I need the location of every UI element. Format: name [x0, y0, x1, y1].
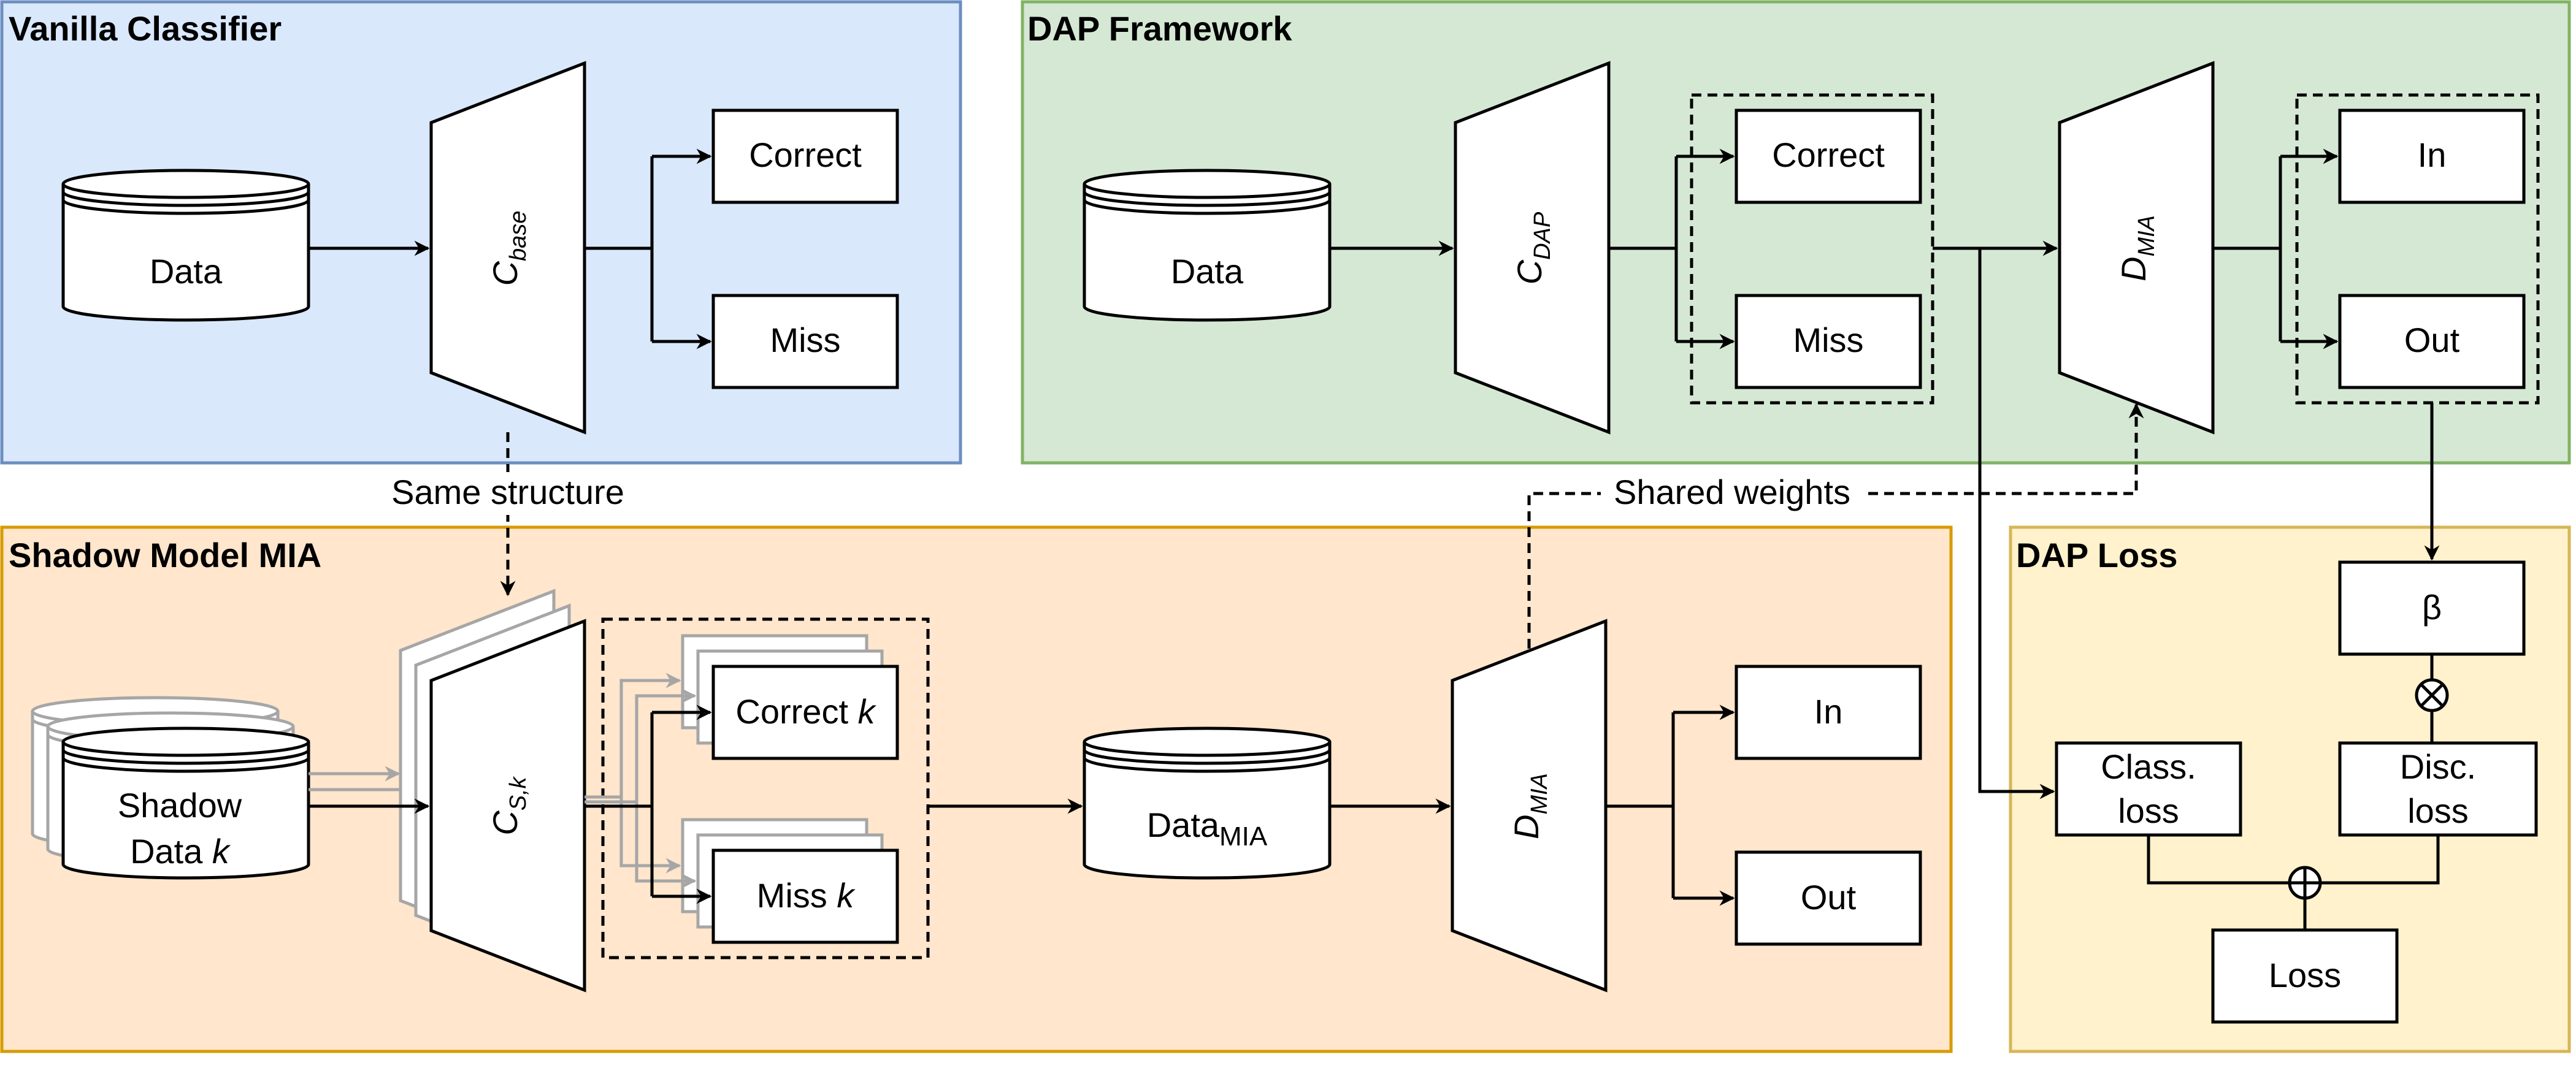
shadow-out-label: Out	[1801, 878, 1857, 917]
dap-correct-label: Correct	[1772, 135, 1885, 174]
shadow-data-stack	[31, 696, 310, 880]
vanilla-classifier-trapezoid	[429, 61, 586, 435]
shadow-disc-connectors	[1606, 704, 1735, 906]
shadow-discriminator-trapezoid	[1451, 619, 1608, 993]
dap-loss-title: DAP Loss	[2016, 536, 2177, 574]
dap-miss-label: Miss	[1793, 321, 1863, 359]
same-structure-label: Same structure	[391, 473, 624, 511]
vanilla-classifier-title: Vanilla Classifier	[9, 9, 282, 48]
shadow-in-label: In	[1814, 692, 1843, 731]
dap-out-label: Out	[2404, 321, 2460, 359]
shadow-fan-connectors	[585, 673, 712, 904]
vanilla-connectors	[309, 148, 712, 349]
multiply-icon	[2415, 678, 2449, 712]
shadow-miss-label: Miss k	[757, 876, 856, 915]
class-loss-box	[2055, 741, 2242, 837]
shadow-model-mia-title: Shadow Model MIA	[9, 536, 321, 574]
shadow-correct-label: Correct k	[735, 692, 876, 731]
vanilla-classifier-label: Cbase	[486, 211, 531, 286]
dap-correct-box	[1735, 109, 1922, 204]
vanilla-correct-box	[711, 109, 899, 204]
dap-membership-group	[2295, 93, 2540, 405]
beta-label: β	[2422, 588, 2442, 627]
shadow-correct-box	[711, 665, 899, 760]
disc-loss-label-line2: loss	[2407, 791, 2469, 830]
dap-classifier-trapezoid	[1454, 61, 1611, 435]
dap-connectors	[1330, 148, 2440, 799]
dap-discriminator-label: DMIA	[2114, 215, 2160, 281]
dap-classifier-label: CDAP	[1510, 212, 1555, 284]
vanilla-data-label: Data	[150, 252, 223, 291]
shadow-miss-box	[711, 848, 899, 944]
shadow-classifier-label: CS,k	[486, 776, 531, 835]
shadow-prediction-group	[601, 617, 930, 959]
dap-prediction-group	[1690, 93, 1934, 405]
dap-data-cylinder	[1083, 169, 1332, 322]
shadow-stack-arrows	[309, 766, 416, 798]
class-loss-label-line1: Class.	[2101, 747, 2196, 786]
disc-loss-label-line1: Disc.	[2400, 747, 2476, 786]
shadow-out-box	[1735, 850, 1922, 946]
dap-miss-box	[1735, 294, 1922, 389]
shared-weights-label-bg	[1601, 472, 1863, 515]
vanilla-miss-label: Miss	[770, 321, 840, 359]
class-loss-label-line2: loss	[2118, 791, 2179, 830]
vanilla-miss-box	[711, 294, 899, 389]
disc-loss-box	[2338, 741, 2538, 837]
loss-box	[2211, 928, 2399, 1024]
loss-label: Loss	[2269, 956, 2341, 994]
dap-data-label: Data	[1171, 252, 1244, 291]
dap-framework-title: DAP Framework	[1027, 9, 1292, 48]
shadow-in-box	[1735, 665, 1922, 760]
shadow-classifier-trapezoid	[429, 619, 586, 993]
shadow-data-label: Shadow	[118, 786, 242, 825]
dap-out-box	[2338, 294, 2526, 389]
beta-box	[2338, 560, 2526, 656]
dap-discriminator-trapezoid	[2058, 61, 2215, 435]
shadow-discriminator-label: DMIA	[1507, 773, 1552, 839]
shared-weights-label: Shared weights	[1614, 473, 1850, 511]
dap-in-label: In	[2418, 135, 2447, 174]
vanilla-data-cylinder	[61, 169, 310, 322]
shadow-data-k-label: Data k	[130, 832, 231, 871]
data-mia-label: DataMIA	[1147, 806, 1268, 852]
vanilla-correct-label: Correct	[749, 135, 862, 174]
sum-icon	[2288, 866, 2322, 900]
same-structure-label-bg	[380, 472, 637, 515]
dap-in-box	[2338, 109, 2526, 204]
shared-weights-line	[1527, 403, 2144, 649]
data-mia-cylinder	[1083, 726, 1332, 880]
